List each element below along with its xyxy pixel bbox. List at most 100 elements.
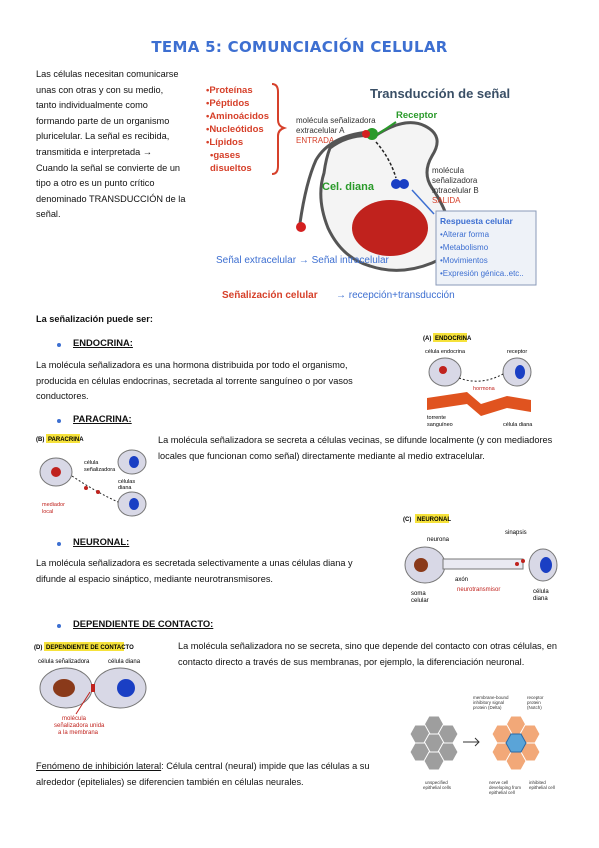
fig-tag-bg: [44, 642, 124, 651]
signal-molecule: [296, 222, 306, 232]
endocrina-text: La molécula señalizadora es una hormona …: [36, 360, 353, 402]
arrow: [463, 737, 480, 747]
hormone-path: [458, 373, 504, 382]
paracrina-label: PARACRINA:: [73, 413, 132, 424]
nucleus: [515, 365, 525, 379]
fig-name: NEURONAL: [417, 517, 451, 523]
fig-label: célula endocrina: [425, 349, 466, 355]
intro-line: tipo a otro es un punto crítico: [36, 178, 155, 189]
page-title: TEMA 5: COMUNCIACIÓN CELULAR: [151, 38, 448, 56]
molecule-b: [391, 179, 401, 189]
neuronal-text: La molécula señalizadora es secretada se…: [36, 558, 353, 584]
fig-tag-bg: [46, 434, 80, 443]
nucleus: [414, 558, 428, 572]
contacto-label: DEPENDIENTE DE CONTACTO:: [73, 618, 214, 629]
intro-line: señal.: [36, 209, 61, 220]
fig-label: neurona: [427, 537, 450, 543]
nucleus: [129, 498, 139, 510]
fig-label: celular: [411, 598, 429, 604]
membrane-signal: [91, 684, 95, 692]
intro-line: tanto individualmente como: [36, 100, 148, 111]
receptor-arrow: [377, 121, 397, 135]
nucleus: [439, 366, 447, 374]
fig-label: epithelial cell: [529, 785, 555, 790]
fig-label: diana: [533, 596, 548, 602]
entrada-label: ENTRADA: [296, 136, 335, 145]
extra-intra-label: Señal extracelular → Señal intracelular: [216, 255, 390, 266]
neuronal-label: NEURONAL:: [73, 536, 130, 547]
list-item: •Lípidos: [206, 137, 243, 148]
fig-label: unspecified: [425, 780, 448, 785]
transduction-figure: •Proteínas •Péptidos •Aminoácidos •Nucle…: [206, 83, 537, 301]
signal-path: [298, 130, 369, 224]
fig-label: señalizadora: [84, 467, 116, 473]
fig-label: (Notch): [527, 705, 542, 710]
fig-label: células: [118, 479, 135, 485]
fig-label: célula: [84, 460, 99, 466]
list-item: •Proteínas: [206, 85, 253, 96]
list-item: •Péptidos: [206, 98, 249, 109]
paracrina-figure: (B) PARACRINA célula señalizadora célula…: [36, 434, 147, 517]
cel-diana-label: Cel. diana: [322, 181, 375, 193]
fig-label: señalizadora unida: [54, 723, 105, 729]
response-item: •Alterar forma: [440, 230, 490, 239]
mediator-dot: [84, 486, 88, 490]
fig-label: receptor: [507, 349, 527, 355]
list-bracket: [271, 83, 288, 175]
contacto-text: La molécula señalizadora no se secreta, …: [178, 641, 557, 667]
fig-label: célula señalizadora: [38, 659, 90, 665]
mol-a-label: extracelular A: [296, 126, 345, 135]
senalizacion-bold: Señalización celular: [222, 290, 318, 301]
fig-label: célula: [533, 589, 549, 595]
fig-label: mediador: [42, 502, 65, 508]
transduction-heading: Transducción de señal: [370, 86, 510, 101]
fig-tag-bg: [433, 333, 467, 342]
axon: [442, 558, 524, 570]
fig-label: célula diana: [503, 422, 533, 428]
response-item: •Movimientos: [440, 256, 488, 265]
fig-label: epithelial cells: [423, 785, 452, 790]
bound-molecule: [362, 130, 370, 138]
fig-tag: (B): [36, 437, 44, 443]
list-item: •Aminoácidos: [206, 111, 269, 122]
lateral-figure: membrane-bound inhibitory signal protein…: [409, 695, 555, 795]
mol-a-label: molécula señalizadora: [296, 116, 376, 125]
senalizacion-rest: → recepción+transducción: [336, 290, 455, 301]
receptor-label: Receptor: [396, 110, 437, 121]
bullet-dot: [57, 542, 61, 546]
nucleus: [51, 467, 61, 477]
response-arrow: [411, 189, 435, 215]
intro-line: Cuando la señal se convierte de un: [36, 162, 181, 173]
intro-line: transmitida e interpretada →: [36, 146, 152, 157]
list-item: •gases: [210, 150, 240, 161]
fig-tag: (D): [34, 645, 42, 651]
intro-line: pluricelular. La señal es recibida,: [36, 131, 170, 142]
intro-line: unas con otras y con su medio,: [36, 84, 164, 95]
bullet-dot: [57, 343, 61, 347]
endocrina-figure: (A) ENDOCRINA célula endocrina receptor …: [423, 333, 533, 428]
fig-label: sinapsis: [505, 530, 527, 536]
fig-label: molécula: [62, 716, 87, 722]
bullet-dot: [57, 419, 61, 423]
fig-label: a la membrana: [58, 730, 99, 736]
fig-label: soma: [411, 591, 426, 597]
bullet-dot: [57, 624, 61, 628]
mol-b-label: señalizadora: [432, 176, 478, 185]
blood-vessel: [427, 392, 531, 416]
fig-label: membrane-bound: [473, 695, 509, 700]
fig-label: developing from: [489, 785, 521, 790]
fig-name: ENDOCRINA: [435, 336, 472, 342]
nucleus: [129, 456, 139, 468]
neurotransmitter: [521, 559, 525, 563]
response-title: Respuesta celular: [440, 216, 513, 226]
fig-label: torrente: [427, 415, 446, 421]
fig-label: nerve cell: [489, 780, 508, 785]
salida-label: SALIDA: [432, 196, 461, 205]
molecule-b: [399, 179, 409, 189]
nucleus: [117, 679, 135, 697]
fig-label: protein: [527, 700, 541, 705]
fig-name: DEPENDIENTE DE CONTACTO: [46, 645, 134, 651]
intro-line: denominado TRANSDUCCIÓN de la: [36, 193, 186, 204]
nucleus: [352, 200, 428, 256]
fig-label: protein (Delta): [473, 705, 502, 710]
